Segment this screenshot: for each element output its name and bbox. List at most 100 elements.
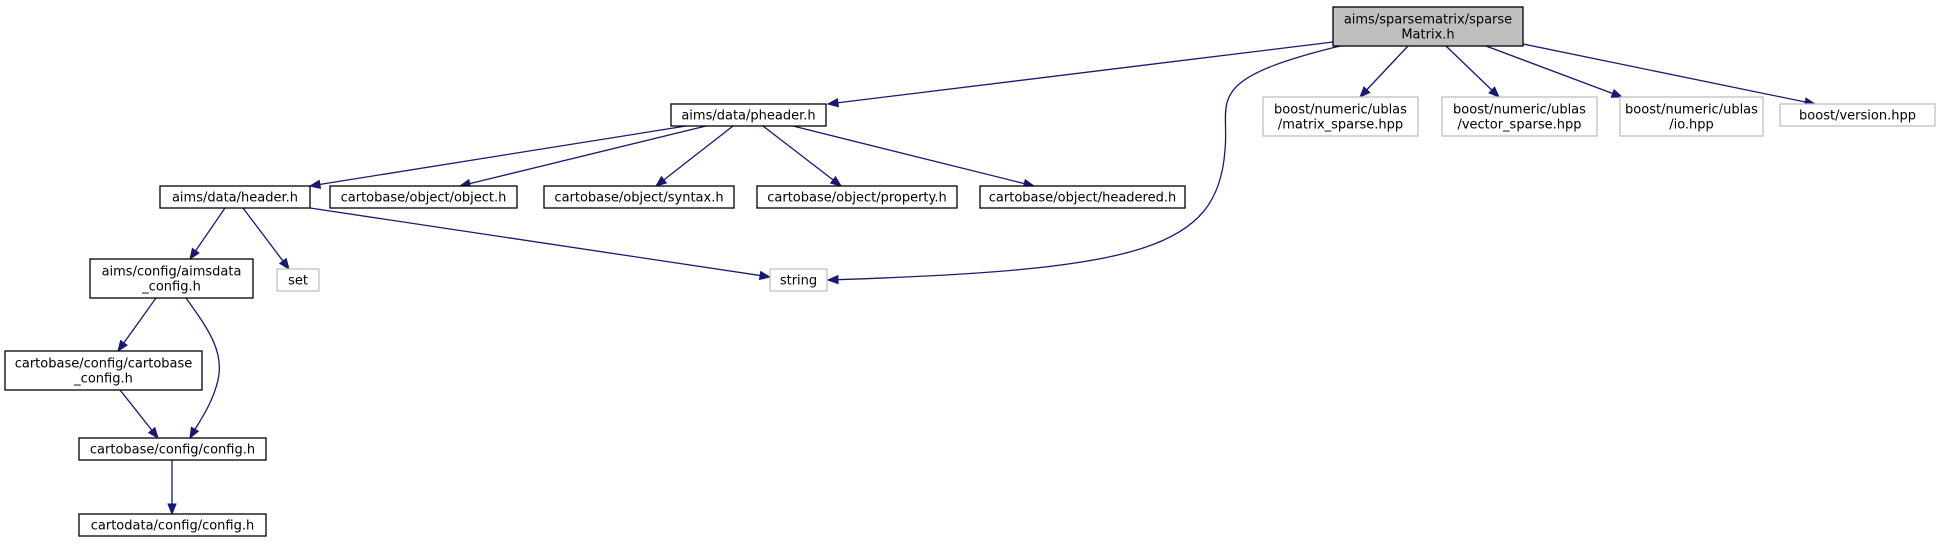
edge-arrowhead [1610,88,1624,98]
node-box [1441,96,1598,137]
edge-sparse-matrix-to-matrix-sparse [1359,45,1409,98]
node-label: cartobase/config/config.h [90,443,255,458]
edge-sparse-matrix-to-io [1485,45,1624,98]
node-label: set [288,274,308,289]
node-headered[interactable]: cartobase/object/headered.h [979,185,1186,209]
node-string[interactable]: string [769,268,828,292]
node-set[interactable]: set [276,268,320,292]
edge-line [827,45,1341,281]
node-label: /vector_sparse.hpp [1457,118,1581,133]
node-label: aims/data/header.h [172,191,298,206]
edge-arrowhead [308,179,322,190]
edge-line [1359,45,1409,98]
edge-arrowhead [167,503,177,516]
edge-line [459,125,707,187]
edge-arrowhead [829,175,843,187]
node-label: cartodata/config/config.h [91,519,254,534]
edge-header-to-aimsdata-config [189,207,226,261]
node-version[interactable]: boost/version.hpp [1779,103,1936,127]
edge-arrowhead [117,339,128,353]
edge-arrowhead [654,175,668,187]
edge-line [762,125,842,187]
node-label: cartobase/object/object.h [341,191,507,206]
node-label: Matrix.h [1401,28,1454,43]
node-label: _config.h [73,372,133,387]
node-box [769,268,828,292]
node-label: boost/numeric/ublas [1274,103,1407,118]
edge-pheader-to-syntax [654,125,734,187]
edge-arrowhead [1488,86,1500,98]
edge-line [309,125,687,187]
edge-sparse-matrix-to-pheader [826,41,1334,108]
node-matrix-sparse[interactable]: boost/numeric/ublas/matrix_sparse.hpp [1262,96,1419,137]
edge-arrowhead [1359,86,1371,98]
edge-arrowhead [189,426,200,440]
node-label: string [780,274,817,289]
node-vector-sparse[interactable]: boost/numeric/ublas/vector_sparse.hpp [1441,96,1598,137]
node-box [4,350,203,391]
node-box [89,258,254,299]
node-box [979,185,1186,209]
node-aimsdata-config[interactable]: aims/config/aimsdata_config.h [89,258,254,299]
edge-pheader-to-property [762,125,843,187]
edge-line [655,125,734,187]
edge-line [117,297,157,352]
edge-arrowhead [278,257,290,271]
node-label: aims/data/pheader.h [681,109,815,124]
edge-line [792,125,1035,187]
node-label: /matrix_sparse.hpp [1278,118,1403,133]
edge-arrowhead [147,426,159,440]
node-box [276,268,320,292]
node-box [78,513,267,537]
edge-line [827,41,1334,105]
edge-aimsdata-config-to-config [185,297,220,440]
node-label: boost/version.hpp [1799,109,1916,124]
node-header[interactable]: aims/data/header.h [159,185,311,209]
node-config[interactable]: cartobase/config/config.h [78,437,267,461]
node-box [543,185,735,209]
edge-line [309,207,771,278]
node-box [1779,103,1936,127]
node-label: aims/config/aimsdata [102,265,242,280]
edge-aimsdata-config-to-cartobase-config [117,297,157,353]
edge-line [1445,45,1500,98]
edge-header-to-set [242,207,290,271]
node-label: cartobase/object/syntax.h [554,191,723,206]
node-box [1332,6,1524,47]
edge-sparse-matrix-to-vector-sparse [1445,45,1500,98]
edge-line [242,207,290,270]
edge-line [185,297,220,439]
node-label: /io.hpp [1669,118,1714,133]
node-label: aims/sparsematrix/sparse [1344,13,1512,28]
edge-line [1522,43,1816,105]
edge-arrowhead [826,274,839,285]
node-property[interactable]: cartobase/object/property.h [756,185,958,209]
edge-arrowhead [826,98,839,108]
node-label: _config.h [141,280,201,295]
edge-line [1485,45,1623,98]
edge-header-to-string [309,207,772,281]
node-label: cartobase/object/property.h [767,191,947,206]
edge-cartobase-config-to-config [119,389,159,440]
node-box [670,103,827,127]
node-pheader[interactable]: aims/data/pheader.h [670,103,827,127]
node-cartodata-config[interactable]: cartodata/config/config.h [78,513,267,537]
node-box [1619,96,1764,137]
node-box [1262,96,1419,137]
node-label: boost/numeric/ublas [1453,103,1586,118]
node-box [159,185,311,209]
node-io[interactable]: boost/numeric/ublas/io.hpp [1619,96,1764,137]
node-syntax[interactable]: cartobase/object/syntax.h [543,185,735,209]
edge-pheader-to-headered [792,125,1036,189]
edge-pheader-to-header [308,125,687,190]
node-box [329,185,518,209]
node-label: cartobase/object/headered.h [989,191,1176,206]
node-box [78,437,267,461]
node-object[interactable]: cartobase/object/object.h [329,185,518,209]
node-cartobase-config[interactable]: cartobase/config/cartobase_config.h [4,350,203,391]
node-label: cartobase/config/cartobase [15,357,193,372]
node-box [756,185,958,209]
